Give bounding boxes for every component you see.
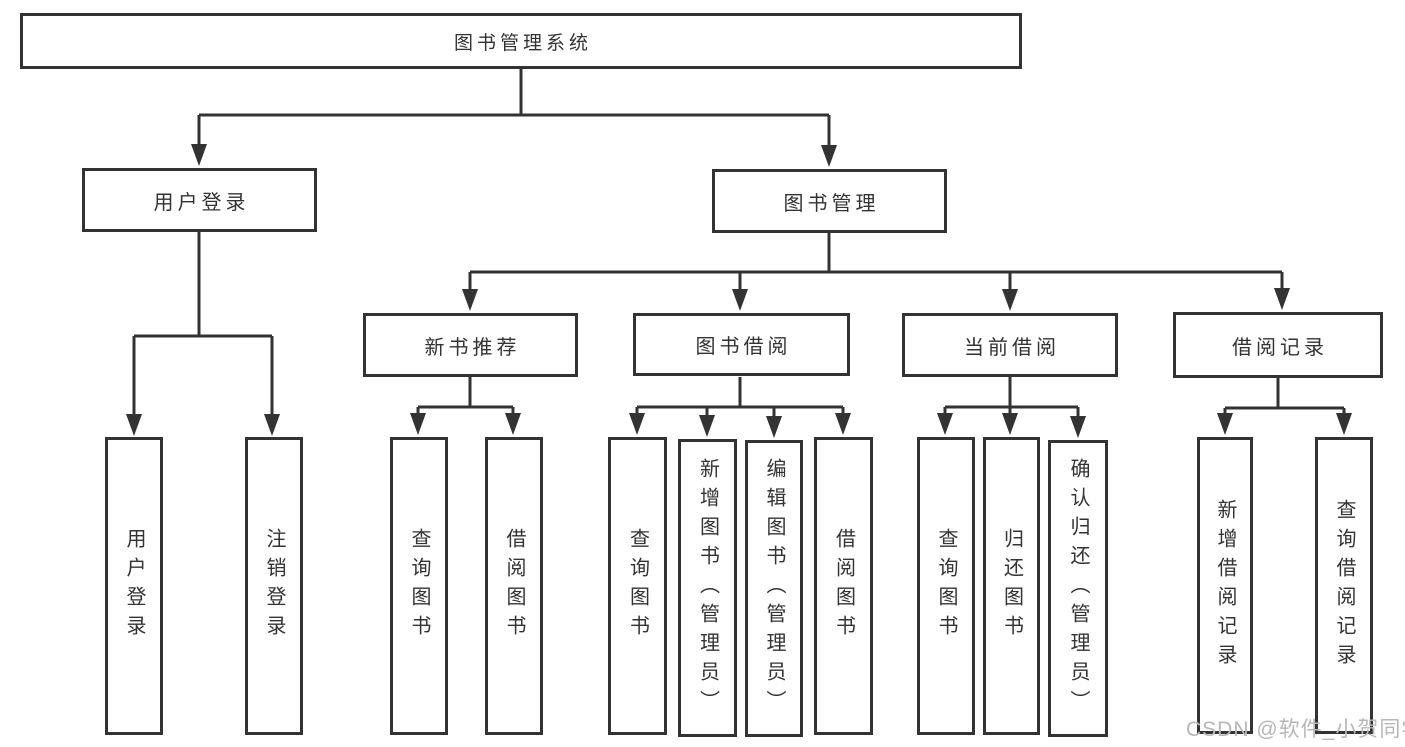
arrowhead xyxy=(264,414,280,436)
arrowhead xyxy=(937,413,953,435)
connector-borrowing-records xyxy=(1217,378,1352,435)
connector-root xyxy=(191,69,837,167)
node-current-borrowing: 当前借阅 xyxy=(902,313,1118,377)
leaf-query-books-borrowing: 查询图书 xyxy=(608,437,667,735)
arrowhead xyxy=(732,289,748,311)
arrowhead xyxy=(1002,413,1018,435)
leaf-query-books-current: 查询图书 xyxy=(917,437,975,735)
watermark-text: CSDN @软件_小贺同学 xyxy=(1186,718,1405,741)
arrowhead xyxy=(505,413,521,435)
arrowhead xyxy=(821,145,837,167)
connector-user-login xyxy=(126,232,280,436)
leaf-add-books-admin: 新增图书（管理员） xyxy=(678,439,737,737)
arrowhead xyxy=(1336,413,1352,435)
arrowhead xyxy=(699,415,715,437)
node-root: 图书管理系统 xyxy=(20,13,1022,69)
leaf-logout: 注销登录 xyxy=(245,437,303,735)
connector-book-borrowing xyxy=(629,377,851,438)
leaf-confirm-return-admin: 确认归还（管理员） xyxy=(1048,440,1108,737)
arrowhead xyxy=(126,414,142,436)
node-borrowing-records: 借阅记录 xyxy=(1173,312,1383,378)
node-new-book-recommend: 新书推荐 xyxy=(363,313,578,377)
arrowhead xyxy=(835,413,851,435)
arrowhead xyxy=(462,289,478,311)
leaf-query-books-recommend: 查询图书 xyxy=(390,437,448,735)
leaf-query-borrow-record: 查询借阅记录 xyxy=(1315,437,1373,734)
arrowhead xyxy=(1274,288,1290,310)
arrowhead xyxy=(1002,289,1018,311)
node-user-login: 用户登录 xyxy=(82,168,317,232)
arrowhead xyxy=(629,413,645,435)
connector-new-book-recommend xyxy=(410,377,521,435)
leaf-return-books: 归还图书 xyxy=(983,437,1040,735)
arrowhead xyxy=(1217,413,1233,435)
connector-book-management xyxy=(462,233,1290,311)
arrowhead xyxy=(410,413,426,435)
leaf-add-borrow-record: 新增借阅记录 xyxy=(1197,437,1253,734)
connector-current-borrowing xyxy=(937,377,1086,438)
leaf-borrow-books-borrowing: 借阅图书 xyxy=(814,437,873,735)
arrowhead xyxy=(766,416,782,438)
arrowhead xyxy=(1070,416,1086,438)
leaf-edit-books-admin: 编辑图书（管理员） xyxy=(745,440,803,737)
leaf-user-login: 用户登录 xyxy=(105,437,163,735)
leaf-borrow-books-recommend: 借阅图书 xyxy=(485,437,543,735)
node-book-borrowing: 图书借阅 xyxy=(633,313,850,376)
arrowhead xyxy=(191,144,207,166)
node-book-management: 图书管理 xyxy=(712,169,947,233)
